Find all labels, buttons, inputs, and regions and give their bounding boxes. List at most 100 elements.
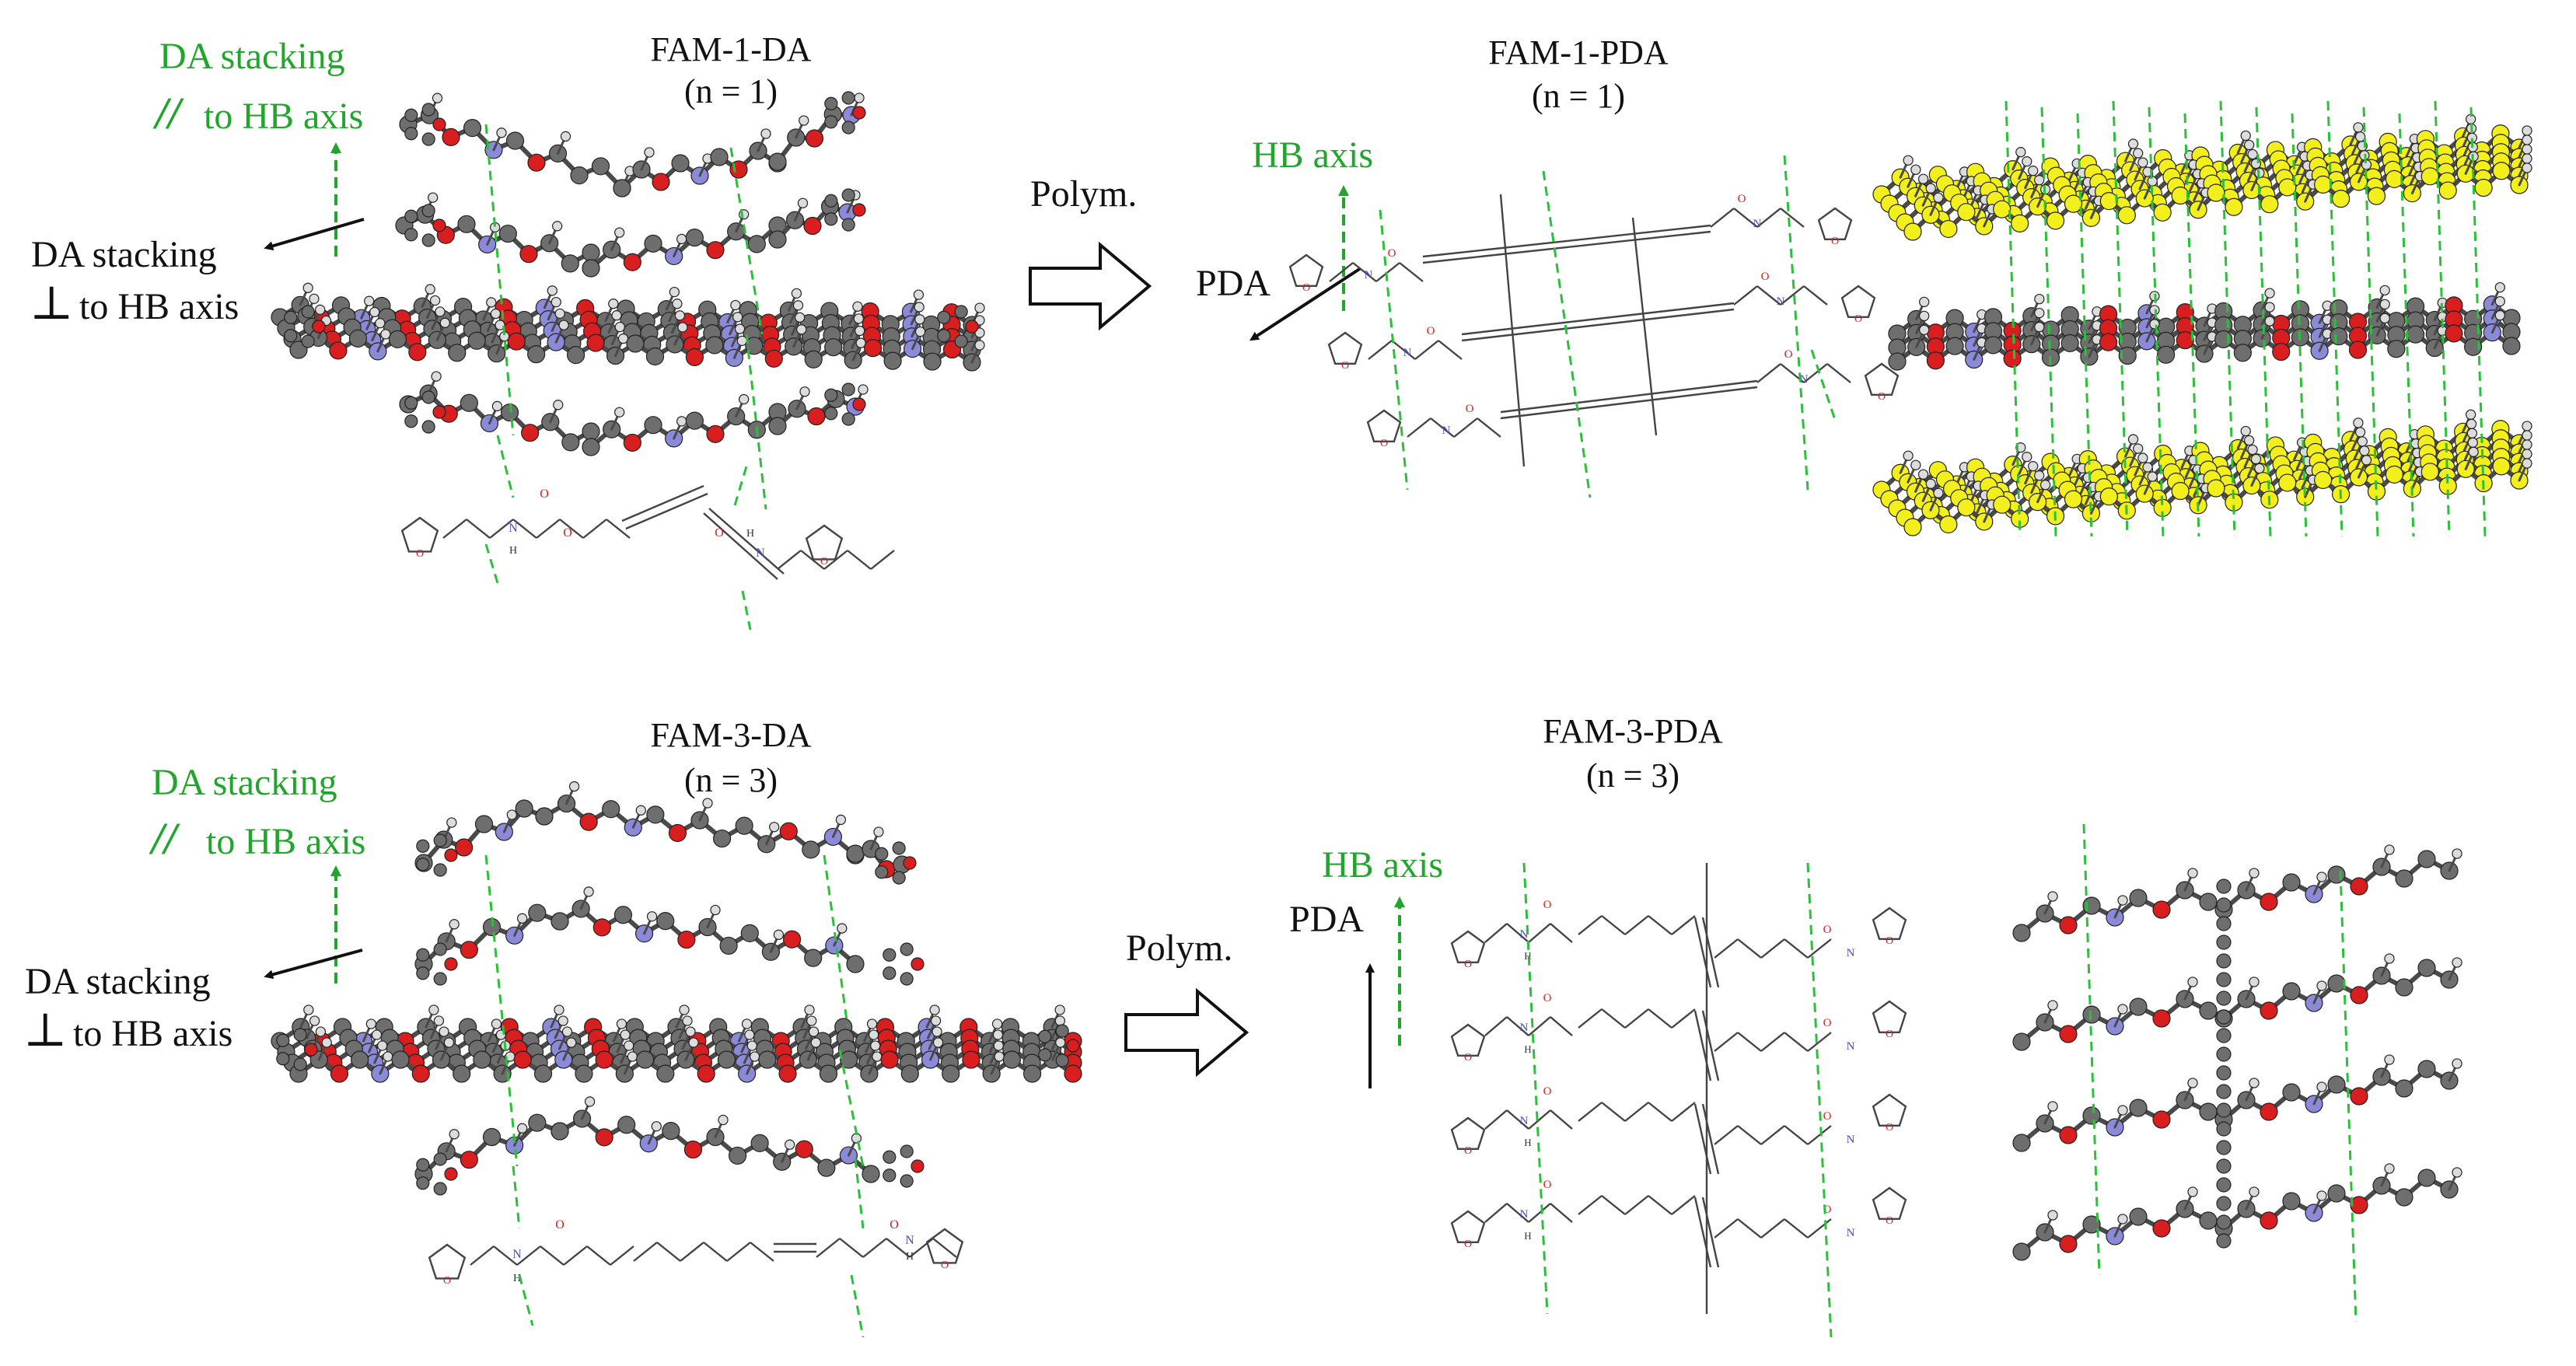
- hydrogen-atom: [651, 1121, 662, 1132]
- atom: [802, 840, 820, 859]
- atom: [1022, 1064, 1042, 1083]
- skeletal-bond: [1780, 208, 1805, 228]
- hydrogen-atom: [2249, 976, 2260, 987]
- furan-atom: [301, 305, 315, 319]
- hydrogen-atom: [2522, 125, 2532, 136]
- hydrogen-atom: [2353, 122, 2364, 133]
- atom-label: O: [1886, 1215, 1893, 1227]
- skeletal-bond: [1760, 938, 1785, 959]
- atom: [2350, 877, 2368, 896]
- hydrogen-atom: [2494, 309, 2505, 321]
- atom: [862, 1165, 880, 1183]
- hydrogen-bond-line: [1379, 209, 1409, 491]
- atom: [575, 1064, 593, 1083]
- furan-atom: [892, 841, 906, 855]
- atom: [2012, 924, 2031, 942]
- atom-label: N: [1847, 947, 1855, 959]
- furan-atom: [954, 334, 968, 348]
- atom-label: N: [512, 1248, 522, 1261]
- skeletal-bond: [1601, 915, 1626, 935]
- atom: [528, 903, 547, 922]
- skeletal-bond: [1807, 938, 1832, 959]
- hydrogen-atom: [2379, 299, 2390, 310]
- fam3-pda-crystal-packing: [2012, 823, 2462, 1322]
- atom-label: O: [1380, 438, 1388, 449]
- hydrogen-atom: [383, 1051, 393, 1062]
- atom: [747, 235, 766, 253]
- hydrogen-atom: [676, 416, 687, 427]
- atom: [2278, 178, 2297, 197]
- hydrogen-atom: [491, 400, 503, 412]
- hydrogen-atom: [309, 293, 320, 305]
- atom: [2314, 470, 2333, 490]
- hydrogen-atom: [2354, 131, 2366, 142]
- top-polymerization-arrow: [1029, 241, 1152, 331]
- hydrogen-atom: [2522, 135, 2532, 145]
- atom: [2331, 190, 2351, 208]
- atom-label: O: [1886, 935, 1893, 947]
- atom-label: N: [1520, 1208, 1529, 1221]
- fam3-pda-n-label: (n = 3): [1586, 756, 1679, 795]
- skeletal-bond: [586, 1245, 611, 1266]
- atom: [635, 1050, 655, 1069]
- hydrogen-atom: [627, 1051, 638, 1062]
- furan-atom: [965, 320, 979, 334]
- atom-label: N: [1753, 218, 1762, 230]
- hydrogen-atom: [490, 308, 502, 320]
- hydrogen-atom: [930, 1015, 942, 1026]
- hydrogen-atom: [561, 1026, 573, 1037]
- hydrogen-atom: [1903, 450, 1914, 461]
- skeletal-bond: [1453, 417, 1478, 438]
- atom: [2082, 1215, 2101, 1234]
- skeletal-bond: [1737, 938, 1762, 959]
- atom: [626, 334, 645, 353]
- furan-atom: [852, 106, 866, 120]
- hydrogen-bond-line: [2255, 107, 2272, 537]
- atom: [2327, 1184, 2346, 1203]
- skeletal-bond: [1601, 1102, 1626, 1122]
- furan-atom: [841, 121, 855, 135]
- furan-atom: [416, 948, 430, 962]
- skeletal-bond: [1760, 1125, 1785, 1145]
- skeletal-bond: [1671, 1008, 1696, 1029]
- furan-atom: [276, 1052, 290, 1066]
- atom: [656, 912, 675, 931]
- hydrogen-atom: [2522, 439, 2532, 450]
- fam3-da-title: FAM-3-DA: [651, 716, 812, 754]
- skeletal-bond: [1671, 1195, 1696, 1215]
- hydrogen-atom: [1055, 1037, 1066, 1048]
- atom-label: O: [820, 556, 828, 568]
- hydrogen-bond-line: [2082, 823, 2101, 1276]
- atom-label: O: [416, 548, 424, 560]
- fam1-pda-crystal-packing: [1872, 100, 2532, 537]
- skeletal-bond: [1528, 1016, 1551, 1036]
- atom: [2406, 325, 2425, 344]
- top-perp-label-line1: DA stacking: [31, 234, 217, 275]
- atom: [521, 424, 540, 442]
- atom-label: O: [1854, 313, 1862, 325]
- hydrogen-atom: [439, 1026, 449, 1037]
- hydrogen-atom: [2466, 418, 2477, 429]
- hydrogen-atom: [2467, 437, 2478, 448]
- atom: [1957, 498, 1976, 517]
- furan-atom: [416, 839, 430, 853]
- atom: [817, 1158, 836, 1177]
- hydrogen-bond-line: [1806, 862, 1833, 1338]
- hydrogen-atom: [616, 1018, 627, 1029]
- furan-atom: [883, 948, 897, 962]
- hydrogen-atom: [2022, 451, 2032, 463]
- atom: [579, 812, 598, 831]
- atom: [2129, 1207, 2148, 1226]
- furan-atom: [432, 405, 446, 419]
- hydrogen-atom: [739, 393, 750, 405]
- furan-atom: [841, 383, 855, 397]
- atom: [2474, 178, 2493, 197]
- hydrogen-atom: [785, 1139, 795, 1150]
- hydrogen-atom: [732, 312, 743, 323]
- atom: [2367, 187, 2386, 205]
- fam3-pda-title: FAM-3-PDA: [1543, 712, 1723, 750]
- skeletal-bond: [606, 519, 631, 539]
- hydrogen-atom: [1910, 164, 1921, 175]
- atom: [351, 1050, 369, 1069]
